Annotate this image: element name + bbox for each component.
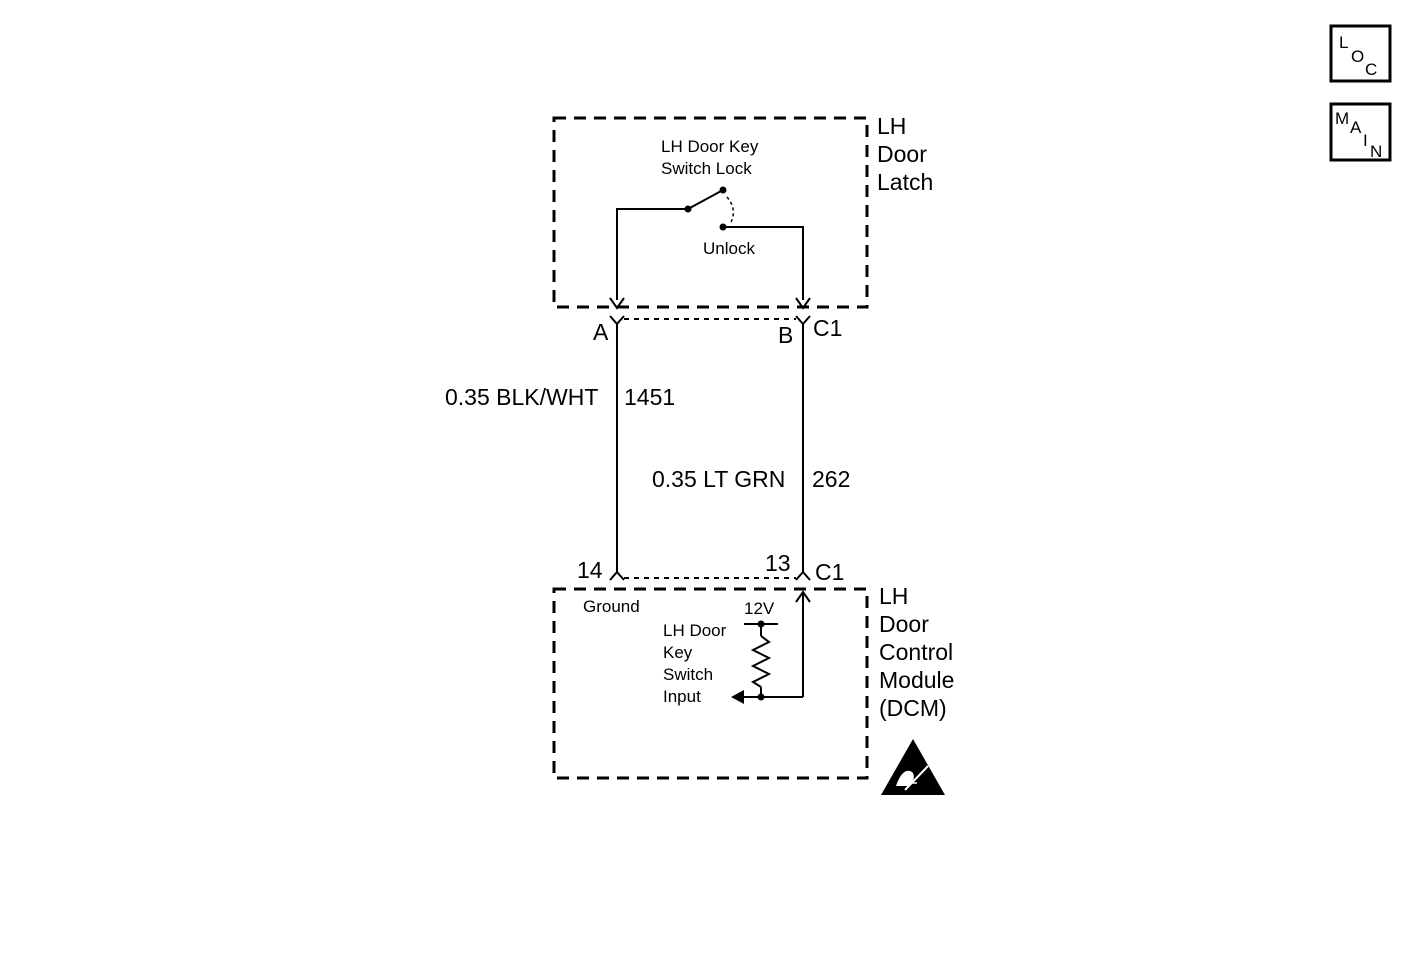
door-latch-name-1: LH: [877, 113, 906, 139]
latch-connector-c1: A B C1: [593, 315, 842, 348]
dcm-component: LH Door Control Module (DCM) Ground 12V …: [552, 583, 954, 780]
input-arrow-icon: [731, 690, 744, 704]
main-letter-n: N: [1370, 142, 1382, 161]
pin-13-connector-icon: [795, 570, 811, 581]
input-label-3: Switch: [663, 665, 713, 684]
dcm-name-3: Control: [879, 639, 953, 665]
input-label-2: Key: [663, 643, 693, 662]
key-switch: [616, 189, 804, 300]
input-label-1: LH Door: [663, 621, 727, 640]
dcm-name-4: Module: [879, 667, 954, 693]
voltage-node-dot: [757, 620, 765, 628]
dcm-name-2: Door: [879, 611, 929, 637]
pin-a-label: A: [593, 319, 609, 345]
dcm-name-5: (DCM): [879, 695, 947, 721]
terminal-a-arrow-icon: [609, 297, 625, 310]
dcm-connector-c1: 14 13 C1: [577, 550, 844, 585]
ground-label: Ground: [583, 597, 640, 616]
dcm-name-1: LH: [879, 583, 908, 609]
door-latch-component: LH Door Latch LH Door Key Switch Lock Un…: [552, 113, 933, 310]
ground-wire-gauge-color: 0.35 BLK/WHT: [445, 384, 598, 410]
pullup-resistor: [744, 623, 778, 697]
key-switch-label-2: Switch Lock: [661, 159, 752, 178]
pin-b-label: B: [778, 322, 793, 348]
loc-letter-l: L: [1339, 33, 1348, 52]
loc-button[interactable]: L O C: [1329, 24, 1392, 83]
switch-lock-contact-dot: [719, 186, 727, 194]
pin-14-connector-icon: [609, 570, 625, 581]
wire-signal[interactable]: 0.35 LT GRN 262: [652, 324, 850, 573]
loc-letter-c: C: [1365, 60, 1377, 79]
signal-wire-gauge-color: 0.35 LT GRN: [652, 466, 785, 492]
door-latch-name-3: Latch: [877, 169, 933, 195]
esd-warning-icon: [881, 739, 945, 795]
unlock-label: Unlock: [703, 239, 755, 258]
wire-ground[interactable]: 0.35 BLK/WHT 1451: [445, 324, 675, 573]
input-label-4: Input: [663, 687, 701, 706]
pin-b-connector-icon: [795, 315, 811, 326]
main-letter-m: M: [1335, 109, 1349, 128]
pin-14-label: 14: [577, 557, 603, 583]
dcm-connector-label: C1: [815, 559, 844, 585]
door-latch-box: [552, 116, 869, 309]
pin-a-connector-icon: [609, 315, 625, 326]
main-letter-i: I: [1363, 131, 1368, 150]
pin-13-label: 13: [765, 550, 791, 576]
key-switch-label-1: LH Door Key: [661, 137, 759, 156]
door-latch-name-2: Door: [877, 141, 927, 167]
loc-letter-o: O: [1351, 47, 1364, 66]
dcm-box: [552, 587, 869, 780]
pin-13-input-arrow-icon: [795, 590, 811, 603]
terminal-b-arrow-icon: [795, 297, 811, 310]
voltage-label: 12V: [744, 599, 775, 618]
main-letter-a: A: [1350, 118, 1362, 137]
signal-wire-circuit: 262: [812, 466, 850, 492]
latch-connector-label: C1: [813, 315, 842, 341]
switch-pivot-dot: [684, 205, 692, 213]
main-button[interactable]: M A I N: [1329, 102, 1392, 162]
ground-wire-circuit: 1451: [624, 384, 675, 410]
switch-unlock-contact-dot: [719, 223, 727, 231]
